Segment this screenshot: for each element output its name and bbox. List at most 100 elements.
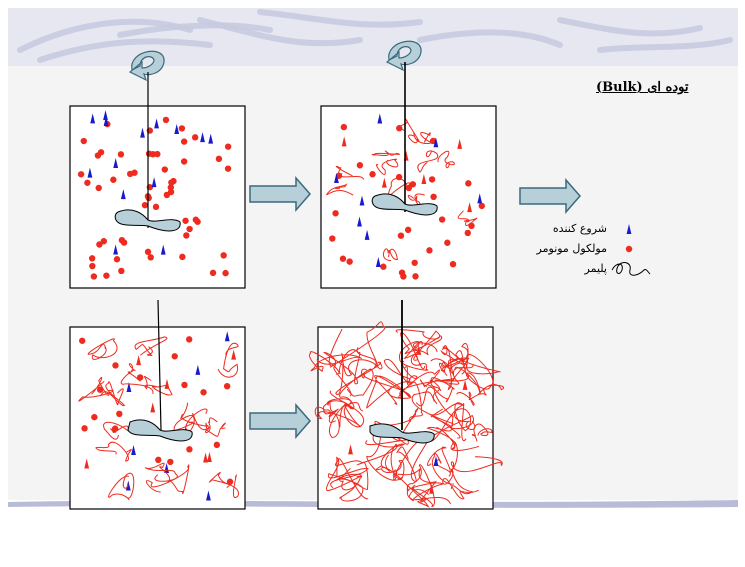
monomer-dot (161, 166, 168, 173)
polymer-chain (393, 438, 429, 483)
monomer-dot (181, 381, 188, 389)
polymer-chain (376, 158, 399, 175)
active-initiator-triangle (348, 444, 353, 455)
monomer-dot (144, 248, 152, 256)
monomer-dot (110, 176, 117, 183)
monomer-dot (220, 252, 227, 259)
monomer-dot (186, 446, 193, 453)
initiator-triangle (377, 113, 383, 124)
monomer-dot (171, 353, 178, 360)
polymer-chain (326, 456, 363, 492)
initiator-triangle (334, 173, 339, 184)
monomer-dot (180, 158, 188, 165)
monomer-dot (117, 151, 125, 158)
initiator-triangle (131, 445, 136, 456)
monomer-dot (113, 256, 121, 263)
monomer-dot (95, 184, 102, 192)
polymer-chain (430, 357, 470, 373)
monomer-dot (178, 125, 186, 132)
initiator-triangle (195, 364, 201, 375)
arrow-stage-1-to-2 (249, 176, 311, 212)
legend-symbols (611, 224, 651, 276)
polymer-chain (328, 321, 386, 368)
initiator-triangle (126, 381, 132, 392)
polymer-chain (366, 379, 423, 422)
header-swirl (117, 22, 273, 38)
polymer-chain (450, 350, 501, 378)
polymer-chain (326, 390, 365, 427)
active-initiator-triangle (231, 349, 237, 360)
monomer-dot (170, 177, 177, 185)
monomer-dot (90, 273, 98, 280)
monomer-dot (213, 441, 221, 449)
polymer-chain (87, 338, 118, 360)
polymer-chain (437, 150, 455, 169)
polymer-chain (382, 248, 398, 262)
polymer-chain (217, 342, 239, 378)
initiator-triangle (364, 229, 370, 240)
monomer-dot (380, 263, 387, 270)
polymer-chain (450, 441, 503, 473)
header-swirl (417, 29, 563, 48)
monomer-dot (438, 216, 446, 223)
active-initiator-triangle (421, 174, 427, 185)
initiator-triangle (120, 189, 126, 200)
monomer-dot (91, 413, 98, 421)
initiator-triangle (357, 216, 362, 227)
monomer-dot (346, 258, 353, 265)
stirrer-paddle (114, 209, 181, 232)
monomer-dot (468, 222, 475, 230)
monomer-dot (147, 254, 154, 261)
polymer-chain (78, 376, 114, 402)
monomer-dot (209, 269, 217, 277)
monomer-dot (167, 458, 174, 466)
active-initiator-triangle (341, 136, 347, 147)
polymer-chain (335, 165, 364, 180)
active-initiator-triangle (457, 138, 463, 149)
monomer-dot (155, 456, 162, 464)
monomer-dot (141, 201, 149, 209)
monomer-dot (369, 171, 376, 178)
monomer-dot (96, 386, 104, 393)
monomer-dot (149, 151, 157, 158)
initiator-triangle (90, 113, 96, 124)
arrow-stage-3-to-4 (249, 403, 311, 439)
polymer-chain (326, 182, 354, 196)
polymer-chain (398, 118, 420, 144)
polymer-chain (471, 423, 493, 442)
initiator-triangle (477, 193, 483, 204)
stirrer-paddle (127, 419, 193, 442)
monomer-dot (191, 134, 199, 141)
initiator-triangle (208, 133, 214, 144)
initiator-triangle (375, 257, 381, 268)
polymer-chain (371, 150, 401, 157)
polymer-chain (406, 482, 451, 505)
active-initiator-triangle (164, 378, 170, 389)
monomer-dot (444, 239, 451, 246)
monomer-dot (400, 273, 407, 280)
header-swirls (17, 9, 733, 63)
monomer-dot (465, 180, 472, 187)
slide-title: توده ای (Bulk) (596, 80, 689, 95)
initiator-triangle (433, 456, 439, 466)
header-swirl (597, 37, 733, 53)
header-band (8, 8, 738, 66)
initiator-triangle (103, 116, 109, 127)
polymer-chain (339, 368, 374, 410)
monomer-dot (167, 188, 175, 196)
polymer-chain (456, 384, 505, 406)
polymer-chain (383, 358, 418, 386)
monomer-dot (118, 236, 126, 244)
active-initiator-triangle (136, 355, 142, 366)
monomer-dot (329, 235, 336, 242)
polymer-chain (442, 468, 479, 500)
monomer-dot (412, 273, 419, 280)
monomer-dot (397, 232, 405, 239)
initiator-triangle (140, 127, 145, 138)
polymer-chain (120, 363, 154, 395)
monomer-dot (118, 267, 125, 275)
polymer-chain (413, 132, 432, 145)
polymer-chain (440, 343, 469, 375)
polymer-chain (434, 346, 481, 394)
